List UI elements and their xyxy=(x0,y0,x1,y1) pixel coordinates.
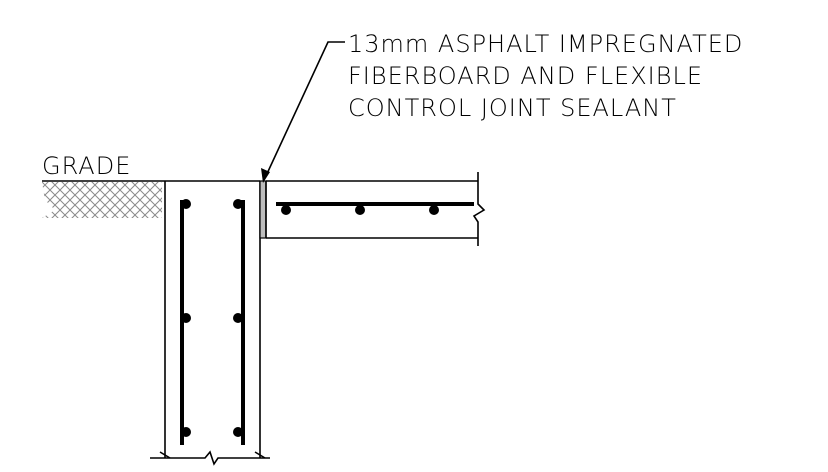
note-line-3: CONTROL JOINT SEALANT xyxy=(348,94,677,122)
wall-vertical-rebar xyxy=(180,200,245,445)
grade-label: GRADE xyxy=(42,152,131,180)
leader-arrow xyxy=(261,41,345,183)
ground-hatch xyxy=(42,182,162,218)
note-line-1: 13mm ASPHALT IMPREGNATED xyxy=(348,30,743,58)
foundation-wall xyxy=(150,180,270,466)
wall-rebar-dots xyxy=(181,199,243,437)
concrete-slab xyxy=(265,172,486,246)
fiberboard-joint xyxy=(259,180,267,239)
note-line-2: FIBERBOARD AND FLEXIBLE xyxy=(348,62,703,90)
slab-rebar-dots xyxy=(281,205,439,215)
